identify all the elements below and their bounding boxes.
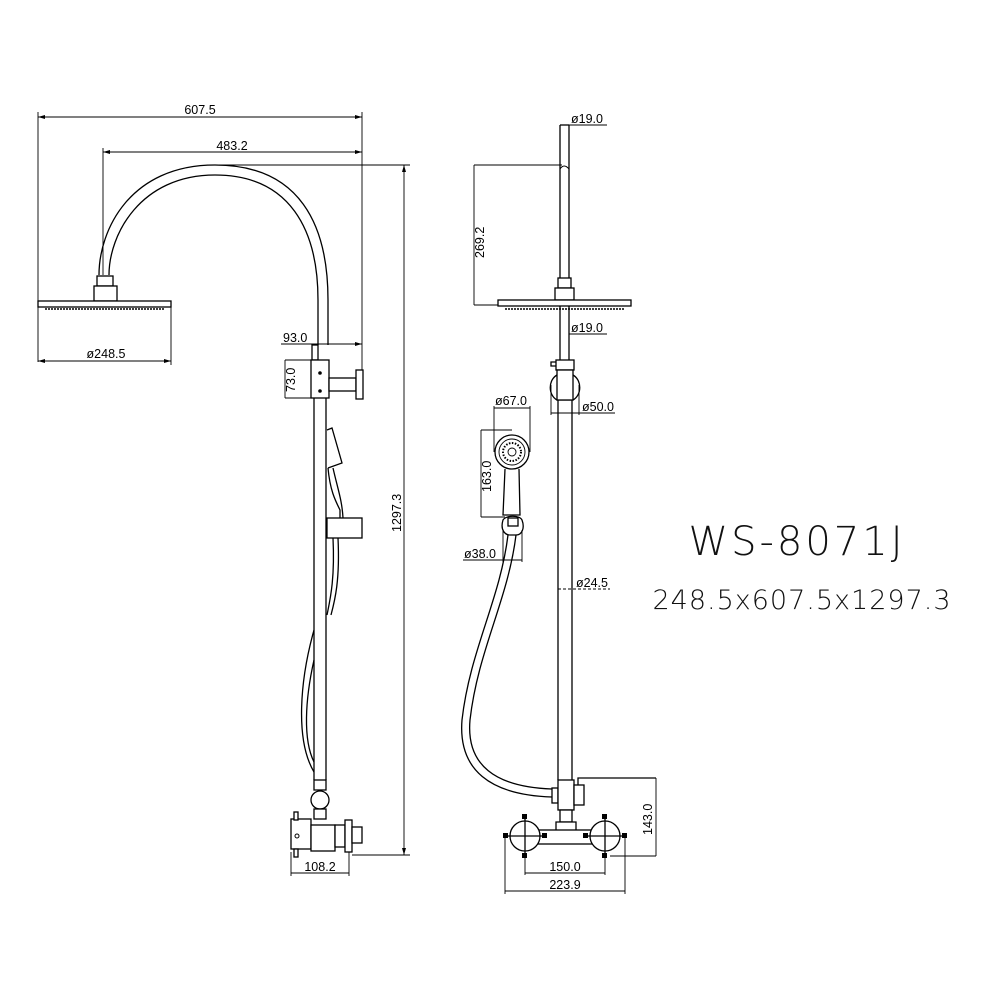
svg-text:ø19.0: ø19.0 bbox=[571, 321, 603, 335]
handle-left bbox=[503, 814, 547, 858]
svg-text:1297.3: 1297.3 bbox=[390, 494, 404, 532]
gooseneck-arm-inner bbox=[108, 174, 319, 345]
svg-text:163.0: 163.0 bbox=[480, 461, 494, 492]
svg-text:ø50.0: ø50.0 bbox=[582, 400, 614, 414]
dim-arm-reach: 483.2 bbox=[102, 139, 362, 275]
svg-text:ø24.5: ø24.5 bbox=[576, 576, 608, 590]
svg-text:143.0: 143.0 bbox=[641, 804, 655, 835]
svg-text:ø19.0: ø19.0 bbox=[571, 112, 603, 126]
gooseneck-arm-outer bbox=[98, 164, 329, 345]
shower-head-side bbox=[37, 300, 172, 308]
dim-bracket-height: 73.0 bbox=[284, 359, 311, 399]
dim-head-diameter: ø248.5 bbox=[38, 307, 172, 365]
hand-shower-front bbox=[494, 434, 530, 536]
dim-total-height: 1297.3 bbox=[352, 165, 410, 856]
front-view: ø19.0 269.2 ø19.0 ø50.0 ø2 bbox=[461, 112, 657, 894]
overall-dimensions: 248.5x607.5x1297.3 bbox=[652, 585, 951, 616]
dim-valve-depth: 108.2 bbox=[290, 852, 350, 876]
dim-total-reach: 607.5 bbox=[37, 103, 363, 395]
svg-text:ø67.0: ø67.0 bbox=[495, 394, 527, 408]
shower-head-front bbox=[497, 299, 632, 307]
side-view: 607.5 483.2 ø248.5 bbox=[37, 103, 410, 876]
hose-front bbox=[461, 534, 553, 798]
svg-text:108.2: 108.2 bbox=[304, 860, 335, 874]
svg-text:ø248.5: ø248.5 bbox=[87, 347, 126, 361]
valve-side bbox=[290, 818, 312, 850]
dim-arm-drop: 269.2 bbox=[473, 164, 562, 306]
model-title: WS-8071J bbox=[689, 519, 906, 565]
handle-right bbox=[583, 814, 627, 858]
dim-label: 607.5 bbox=[184, 103, 215, 117]
svg-text:93.0: 93.0 bbox=[283, 331, 307, 345]
svg-text:150.0: 150.0 bbox=[549, 860, 580, 874]
svg-text:ø38.0: ø38.0 bbox=[464, 547, 496, 561]
dim-bracket-offset: 93.0 bbox=[281, 331, 362, 346]
hose-side bbox=[326, 537, 335, 616]
slide-holder bbox=[326, 517, 363, 539]
hand-shower-side bbox=[326, 427, 343, 469]
svg-text:483.2: 483.2 bbox=[216, 139, 247, 153]
svg-text:223.9: 223.9 bbox=[549, 878, 580, 892]
svg-text:73.0: 73.0 bbox=[284, 368, 298, 392]
svg-text:269.2: 269.2 bbox=[473, 227, 487, 258]
